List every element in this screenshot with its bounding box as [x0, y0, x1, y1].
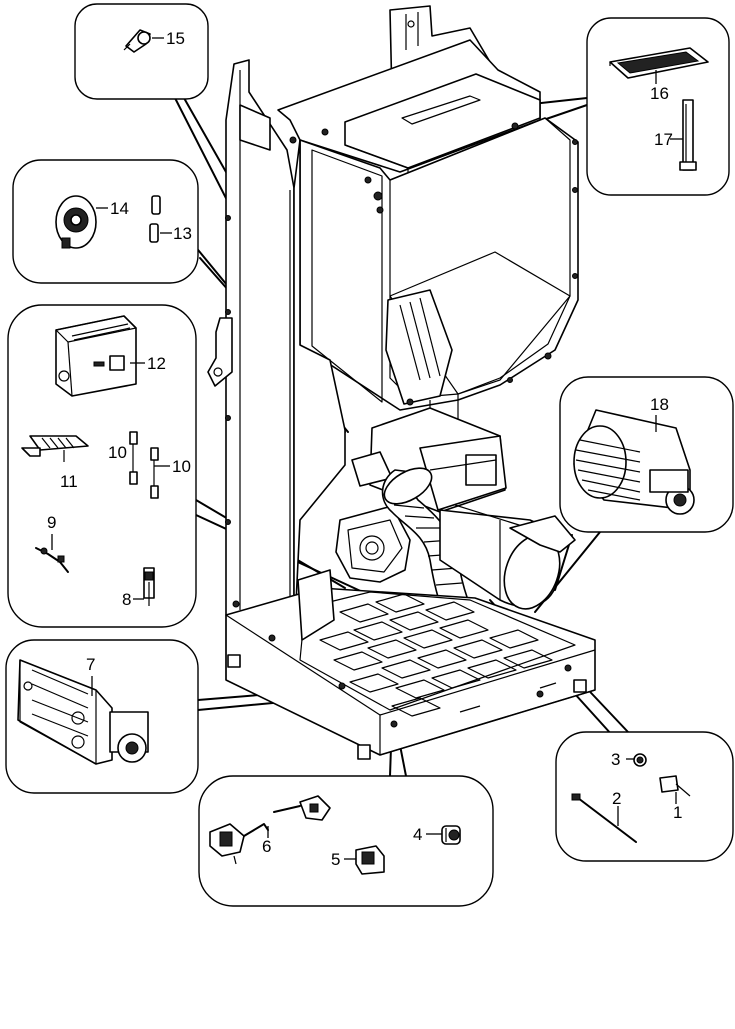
part-1-clip	[659, 775, 691, 797]
callout-label-18: 18	[650, 395, 669, 414]
part-9-sensor-lead	[35, 547, 69, 573]
callout-label-15: 15	[166, 29, 185, 48]
pellet-stove-assembly	[207, 5, 596, 760]
part-17-bracket	[679, 99, 697, 171]
callout-label-13: 13	[173, 224, 192, 243]
part-3-nut	[633, 753, 647, 767]
callout-label-2: 2	[612, 789, 621, 808]
callout-label-17: 17	[654, 130, 673, 149]
part-18-convection-fan	[573, 409, 695, 515]
callout-label-11: 11	[60, 472, 78, 491]
callout-label-4: 4	[413, 825, 422, 844]
part-16-panel	[609, 47, 709, 79]
part-5-switch	[355, 845, 385, 875]
part-10-cable-right	[150, 447, 159, 499]
callout-label-6: 6	[262, 837, 271, 856]
callout-box-13-14: 14 13	[12, 159, 199, 284]
callout-box-8-12: 12 11 10 10 9	[7, 304, 197, 628]
part-14-pressure-switch	[55, 195, 97, 249]
callout-label-10a: 10	[108, 443, 127, 462]
part-6-power-cord	[209, 795, 331, 865]
part-12-control-board	[55, 315, 137, 397]
part-13-fuse	[149, 195, 161, 243]
callout-box-4-5-6: 6 5 4	[198, 775, 494, 907]
tray-bracket	[297, 569, 335, 641]
fan-duct-cylinder	[439, 504, 576, 610]
part-8-connector	[143, 567, 155, 606]
auger-motor	[385, 289, 453, 405]
part-15-fitting	[123, 29, 151, 53]
callout-label-3: 3	[611, 750, 620, 769]
callout-box-16-17: 16 17	[586, 17, 730, 196]
part-11-connector-strip	[21, 435, 89, 462]
callout-label-8: 8	[122, 590, 131, 609]
part-7-combustion-blower	[17, 659, 149, 765]
part-2-probe	[571, 793, 637, 843]
callout-label-10b: 10	[172, 457, 191, 476]
callout-box-7: 7	[5, 639, 199, 794]
part-4-fitting	[441, 825, 461, 845]
callout-label-12: 12	[147, 354, 166, 373]
part-10-cable-left	[129, 431, 138, 485]
callout-box-18: 18	[559, 376, 734, 533]
callout-label-7: 7	[86, 655, 95, 674]
hopper-body	[299, 117, 579, 411]
callout-label-5: 5	[331, 850, 340, 869]
callout-label-9: 9	[47, 513, 56, 532]
tray-grid	[319, 593, 557, 717]
callout-box-1-2-3: 3 2 1	[555, 731, 734, 862]
left-side-panel	[225, 59, 295, 646]
callout-label-1: 1	[673, 803, 682, 822]
callout-box-15: 15	[74, 3, 209, 100]
callout-label-16: 16	[650, 84, 669, 103]
callout-label-14: 14	[110, 199, 129, 218]
